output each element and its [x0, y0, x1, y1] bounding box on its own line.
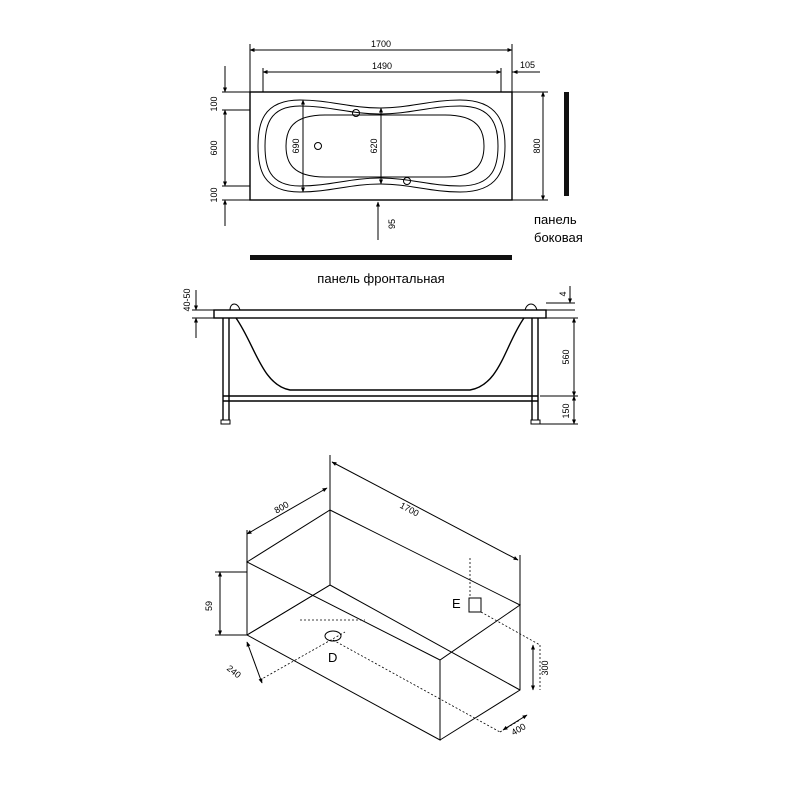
dim-4: 4 [558, 291, 568, 296]
side-panel-label-line1: панель [534, 212, 577, 227]
dim-total-width: 800 [532, 138, 542, 153]
side-panel-bar [564, 92, 569, 196]
dim-width-620: 620 [369, 138, 379, 153]
dim-wall-bottom: 100 [209, 187, 219, 202]
dim-rim: 40-50 [182, 288, 192, 311]
control-box-E [468, 597, 482, 613]
tub-body-profile [235, 317, 525, 391]
side-view: 40-50 4 560 150 [182, 286, 578, 425]
iso-label-E: E [452, 596, 461, 611]
tub-rim [213, 309, 547, 319]
dim-95: 95 [387, 219, 397, 229]
iso-top-face [245, 509, 521, 661]
tub-outline-top [249, 91, 513, 201]
iso-right-face [439, 605, 521, 741]
front-panel-bar [250, 255, 512, 260]
iso-label-D: D [328, 650, 337, 665]
iso-front-face [246, 562, 441, 741]
dim-height: 560 [561, 349, 571, 364]
iso-dim-length: 1700 [398, 500, 420, 518]
iso-dim-300: 300 [540, 660, 550, 675]
front-panel-label: панель фронтальная [317, 271, 444, 286]
drain-circle [314, 142, 322, 150]
iso-dim-width: 800 [272, 499, 290, 515]
top-view: 1700 1490 105 100 600 100 690 620 800 [209, 39, 583, 286]
iso-view: 1700 800 59 D 240 E 300 400 [204, 455, 550, 741]
dim-inner-width: 600 [209, 140, 219, 155]
dim-inner-length: 1490 [372, 61, 392, 71]
iso-dim-height: 59 [204, 601, 214, 611]
tub-outer-bowl [257, 99, 506, 193]
dim-wall-top: 100 [209, 96, 219, 111]
dim-wall-end: 105 [520, 60, 535, 70]
overflow-circle-bottom [403, 177, 411, 185]
dim-width-690: 690 [291, 138, 301, 153]
dim-total-length: 1700 [371, 39, 391, 49]
overflow-circle-top [352, 109, 360, 117]
iso-dim-drain-offset: 240 [225, 663, 243, 680]
dim-legs: 150 [561, 403, 571, 418]
tub-middle-bowl [264, 105, 499, 187]
tub-inner-basin [285, 114, 485, 178]
side-panel-label-line2: боковая [534, 230, 583, 245]
drain-opening [324, 630, 342, 642]
